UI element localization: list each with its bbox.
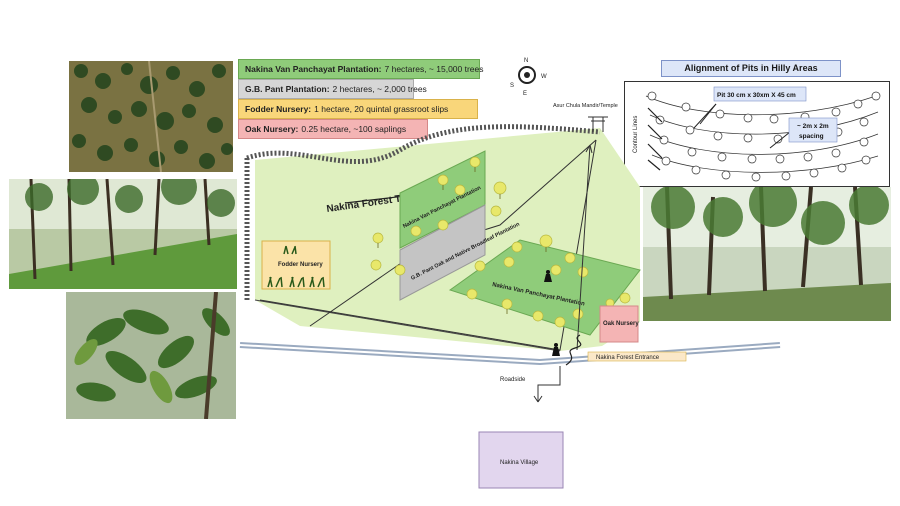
grass-icon bbox=[267, 245, 325, 288]
legend-van-panchayat-desc: 7 hectares, ~ 15,000 trees bbox=[384, 64, 484, 74]
temple-label: Asur Chula Mandir/Temple bbox=[553, 103, 618, 109]
legend-gb-pant-desc: 2 hectares, ~ 2,000 trees bbox=[332, 84, 427, 94]
legend-fodder-title: Fodder Nursery: bbox=[245, 104, 312, 114]
legend-fodder-desc: 1 hectare, 20 quintal grassroot slips bbox=[314, 104, 449, 114]
hiker-icon bbox=[544, 270, 560, 356]
stone-wall bbox=[246, 124, 601, 165]
pits-title: Alignment of Pits in Hilly Areas bbox=[661, 60, 841, 77]
gb-pant-strip bbox=[399, 204, 486, 301]
compass-icon: N S E W bbox=[510, 58, 547, 97]
forest-photo-right bbox=[643, 187, 891, 321]
forest-photo-slope bbox=[9, 179, 237, 289]
tree-icons bbox=[370, 156, 631, 328]
roadside-label: Roadside bbox=[500, 377, 526, 383]
legend-fodder: Fodder Nursery: 1 hectare, 20 quintal gr… bbox=[238, 99, 478, 119]
legend-oak: Oak Nursery: 0.25 hectare, ~100 saplings bbox=[238, 119, 428, 139]
legend-van-panchayat: Nakina Van Panchayat Plantation: 7 hecta… bbox=[238, 59, 484, 79]
entrance-box bbox=[587, 351, 687, 362]
spacing-callout-box bbox=[788, 117, 838, 143]
village-box bbox=[478, 431, 564, 489]
pit-callout-label: Pit 30 cm x 30xm X 45 cm bbox=[717, 92, 796, 99]
forest-photo-aerial bbox=[69, 61, 233, 172]
water-flow-arrows bbox=[647, 107, 663, 171]
oak-leaves-photo bbox=[66, 292, 236, 419]
pit-circles bbox=[647, 91, 881, 182]
village-label: Nakina Village bbox=[500, 460, 539, 466]
spacing-callout-label-1: ~ 2m x 2m bbox=[797, 123, 829, 130]
van-panchayat-block bbox=[448, 239, 641, 336]
contour-lines-label: Contour Lines bbox=[633, 116, 639, 153]
legend-oak-title: Oak Nursery: bbox=[245, 124, 299, 134]
spacing-callout-label-2: spacing bbox=[799, 133, 824, 140]
temple-icon bbox=[588, 116, 608, 132]
compass-s: S bbox=[510, 83, 514, 89]
legend-gb-pant: G.B. Pant Plantation: 2 hectares, ~ 2,00… bbox=[238, 79, 427, 99]
compass-e: E bbox=[523, 91, 527, 97]
pit-callout-box bbox=[713, 86, 807, 102]
oak-nursery-box bbox=[599, 305, 639, 343]
entrance-path bbox=[565, 334, 582, 366]
legend-oak-desc: 0.25 hectare, ~100 saplings bbox=[301, 124, 407, 134]
legend-van-panchayat-title: Nakina Van Panchayat Plantation: bbox=[245, 64, 382, 74]
fodder-nursery-label: Fodder Nursery bbox=[278, 262, 323, 268]
entrance-label: Nakina Forest Entrance bbox=[596, 355, 660, 361]
compass-n: N bbox=[524, 58, 528, 64]
contour-lines bbox=[645, 95, 879, 173]
oak-nursery-label: Oak Nursery bbox=[603, 321, 639, 327]
legend-gb-pant-title: G.B. Pant Plantation: bbox=[245, 84, 330, 94]
compass-w: W bbox=[541, 74, 547, 80]
